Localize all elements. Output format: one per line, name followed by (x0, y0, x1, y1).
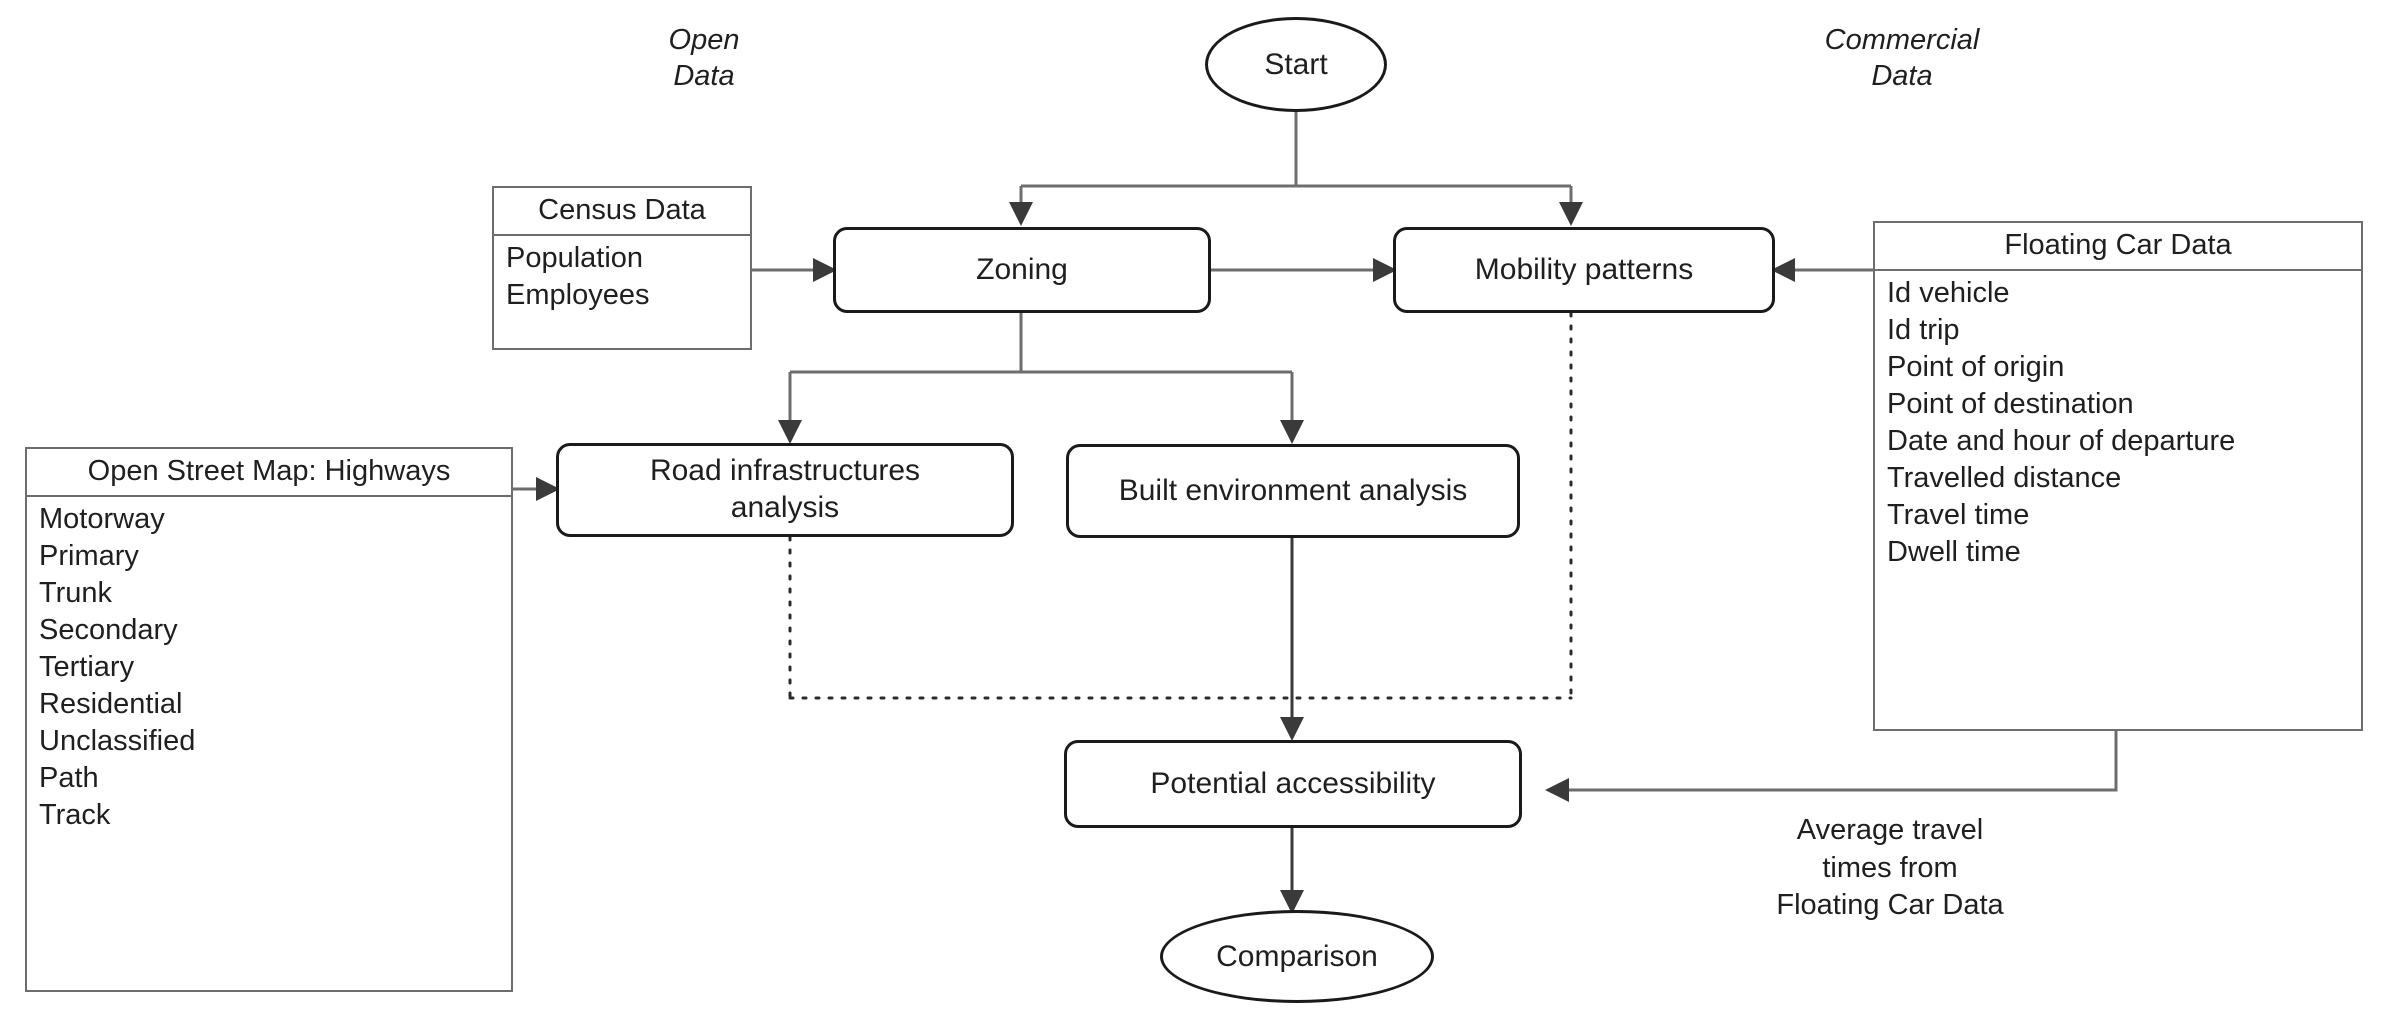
data-source-floating-car-data[interactable]: Floating Car Data Id vehicle Id trip Poi… (1873, 221, 2363, 731)
fcd-item: Point of origin (1887, 351, 2065, 383)
data-source-osm-highways[interactable]: Open Street Map: Highways Motorway Prima… (25, 447, 513, 992)
osm-item: Motorway (39, 503, 165, 535)
fcd-item: Point of destination (1887, 388, 2134, 420)
osm-item: Trunk (39, 577, 113, 609)
osm-item: Unclassified (39, 725, 196, 757)
osm-item: Residential (39, 688, 183, 720)
process-mobility-patterns[interactable]: Mobility patterns (1393, 227, 1775, 313)
group-label-open-data: Open Data (668, 24, 740, 93)
edge-note-average-travel-times: Average travel times from Floating Car D… (1776, 814, 2004, 922)
osm-item: Secondary (39, 614, 178, 646)
process-potential-accessibility[interactable]: Potential accessibility (1064, 740, 1522, 828)
edge-start-split (1009, 112, 1583, 226)
process-zoning[interactable]: Zoning (833, 227, 1211, 313)
census-item: Population (506, 242, 644, 274)
osm-item: Tertiary (39, 651, 135, 683)
fcd-item: Id vehicle (1887, 277, 2010, 309)
fcd-item: Travel time (1887, 499, 2030, 531)
fcd-item: Date and hour of departure (1887, 425, 2236, 457)
osm-item: Path (39, 762, 99, 794)
fcd-header: Floating Car Data (1875, 223, 2361, 271)
fcd-item-list: Id vehicle Id trip Point of origin Point… (1875, 271, 2361, 729)
census-item-list: Population Employees (494, 236, 750, 348)
fcd-item: Dwell time (1887, 536, 2021, 568)
edge-zoning-split (778, 313, 1304, 444)
terminal-start[interactable]: Start (1205, 17, 1387, 112)
osm-header: Open Street Map: Highways (27, 449, 511, 497)
group-label-commercial-data: Commercial Data (1824, 24, 1980, 93)
osm-item: Primary (39, 540, 139, 572)
data-source-census[interactable]: Census Data Population Employees (492, 186, 752, 350)
osm-item: Track (39, 799, 111, 831)
census-header: Census Data (494, 188, 750, 236)
terminal-comparison[interactable]: Comparison (1160, 910, 1434, 1003)
process-road-infrastructures-analysis[interactable]: Road infrastructures analysis (556, 443, 1014, 537)
edge-fcd-accessibility (1545, 731, 2118, 802)
osm-item-list: Motorway Primary Trunk Secondary Tertiar… (27, 497, 511, 990)
census-item: Employees (506, 279, 650, 311)
process-built-environment-analysis[interactable]: Built environment analysis (1066, 444, 1520, 538)
fcd-item: Travelled distance (1887, 462, 2122, 494)
fcd-item: Id trip (1887, 314, 1960, 346)
